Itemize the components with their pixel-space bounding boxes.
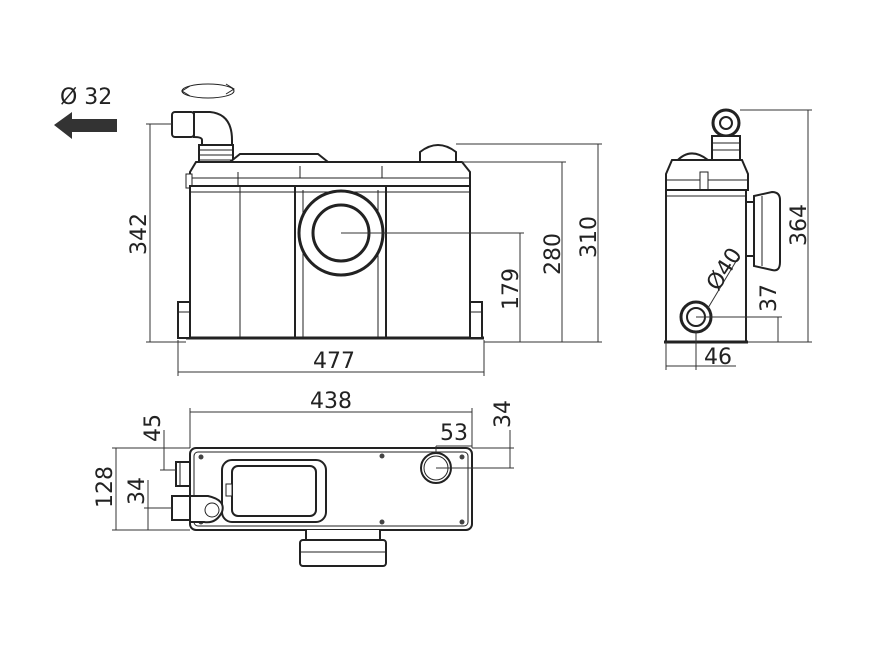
side-flange xyxy=(745,190,781,272)
side-view: 364 Ø40 37 46 xyxy=(664,108,812,370)
dim-179: 179 xyxy=(499,268,524,310)
dim-342: 342 xyxy=(127,213,152,255)
front-dimensions xyxy=(146,123,602,376)
dim-37: 37 xyxy=(757,284,782,312)
top-view: 438 45 128 34 53 34 xyxy=(93,389,516,567)
outlet-arrow-icon xyxy=(54,112,117,139)
dim-280: 280 xyxy=(541,233,566,275)
dim-438: 438 xyxy=(310,389,352,414)
outlet-elbow xyxy=(171,111,234,166)
dim-34-right: 34 xyxy=(491,400,516,428)
top-screws xyxy=(198,453,465,525)
dim-53: 53 xyxy=(440,421,468,446)
dim-364: 364 xyxy=(787,204,812,246)
dim-34-left: 34 xyxy=(125,477,150,505)
dim-310: 310 xyxy=(577,216,602,258)
dim-477: 477 xyxy=(313,349,355,374)
rotation-arrow-icon xyxy=(181,83,235,99)
top-bottom-flange xyxy=(299,530,387,567)
side-top-pipe xyxy=(711,108,741,161)
top-lid xyxy=(221,459,327,523)
dim-128: 128 xyxy=(93,466,118,508)
side-dimensions xyxy=(665,109,812,370)
dim-45: 45 xyxy=(141,414,166,442)
vent-cap xyxy=(419,144,457,163)
front-view: Ø 32 xyxy=(54,83,602,376)
top-dimensions xyxy=(112,408,514,531)
dim-46: 46 xyxy=(704,345,732,370)
outlet-diameter-label: Ø 32 xyxy=(60,85,112,110)
